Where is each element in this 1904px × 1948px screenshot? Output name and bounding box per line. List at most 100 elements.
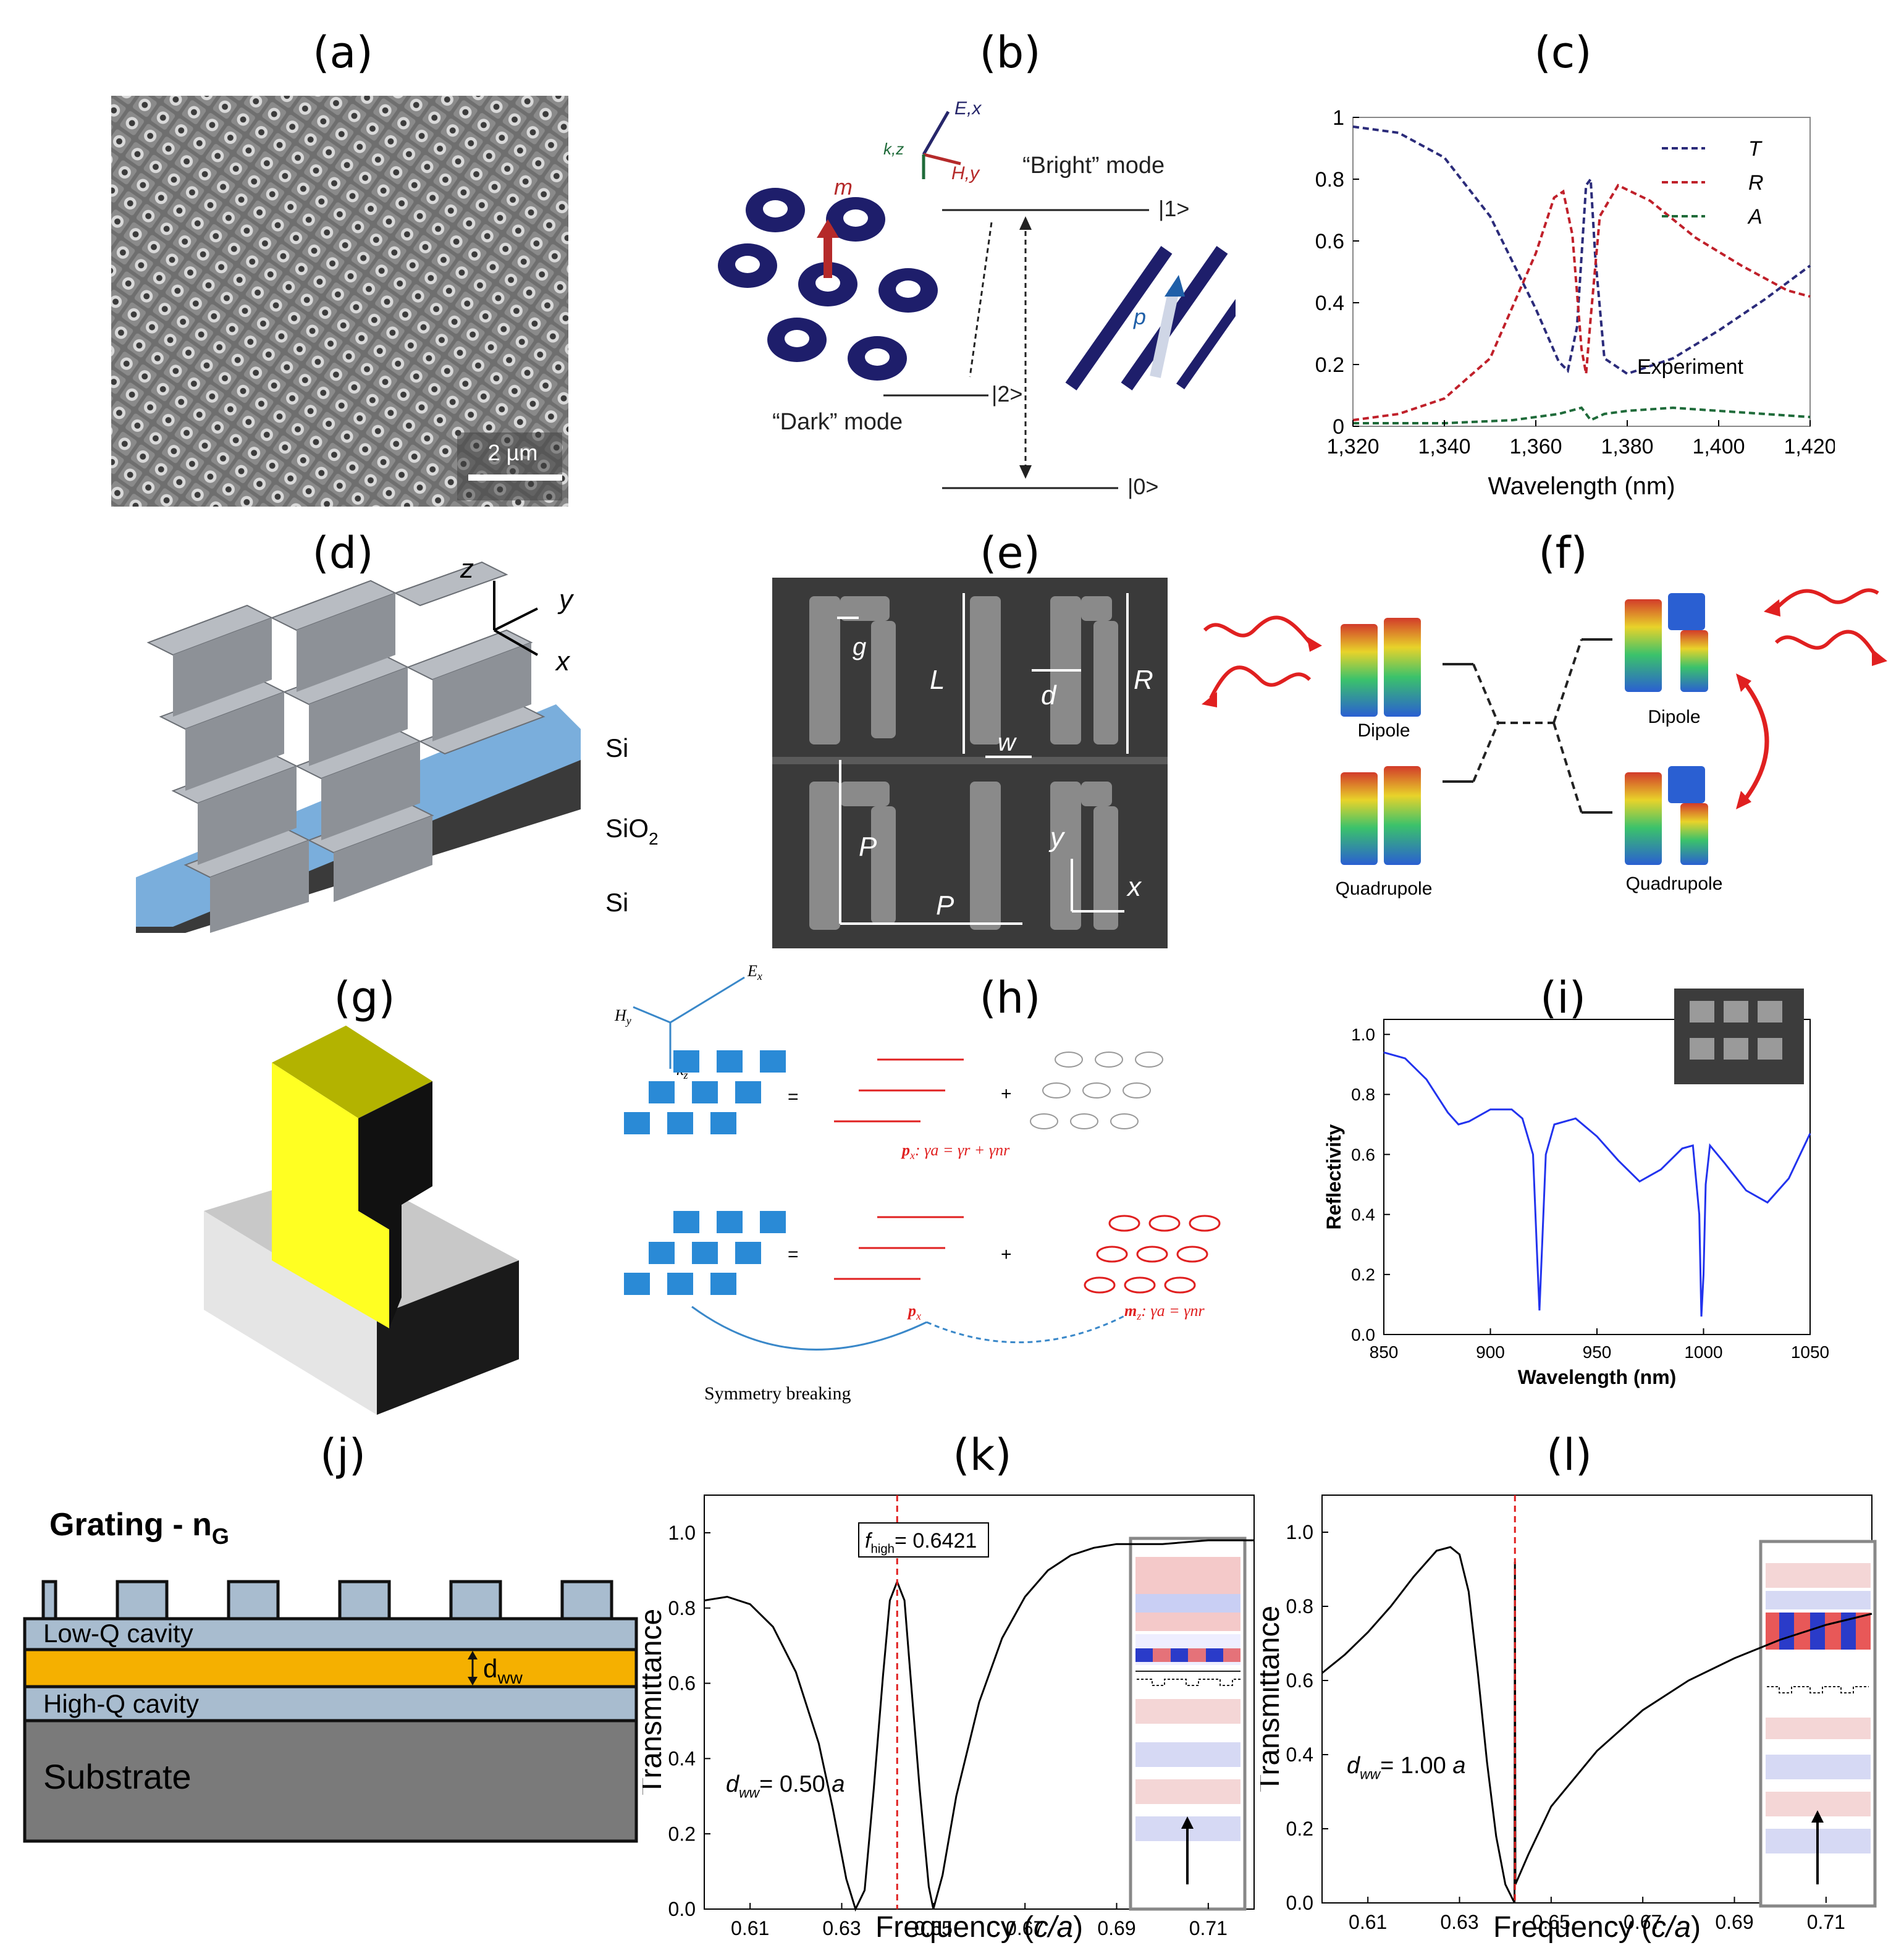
y-tick-label: 0.0 (1351, 1325, 1375, 1344)
plot-frame (704, 1495, 1255, 1910)
bright-mode-label: “Bright” mode (1022, 153, 1165, 179)
transition-1-2-arrow (969, 222, 993, 377)
panel-j: Grating - nG Low-Q cavity dww High-Q cav… (19, 1495, 649, 1878)
x-tick-label: 900 (1476, 1343, 1505, 1362)
dipole-right-label: Dipole (1648, 707, 1700, 727)
l-label: L (930, 665, 945, 695)
y-axis-arrow (494, 607, 538, 631)
panel-label-e: (e) (980, 528, 1040, 578)
panel-label-l: (l) (1546, 1430, 1593, 1480)
panel-label-a: (a) (313, 27, 373, 78)
x-tick-label: 1,360 (1509, 435, 1562, 458)
panel-label-h: (h) (979, 972, 1041, 1023)
y-tick-label: 0.6 (1286, 1669, 1313, 1692)
dipole-resonator-left (1341, 618, 1421, 717)
y-tick-label: 0.4 (1351, 1205, 1375, 1225)
electric-dipole-arrow (1150, 289, 1179, 378)
series-line-0 (704, 1539, 1254, 1912)
equals-sign-bottom: = (788, 1244, 799, 1265)
field-axes (633, 976, 745, 1069)
dipole-resonator-right (1625, 593, 1708, 692)
p-horizontal-label: P (936, 890, 954, 921)
legend-label-A: A (1747, 205, 1763, 229)
y-axis-label: y (557, 584, 575, 615)
magnetic-dipole-array (1084, 1215, 1221, 1294)
quadrupole-resonator-right (1625, 766, 1708, 865)
quadrupole-left-label: Quadrupole (1336, 879, 1433, 899)
x-axis-arrow (494, 629, 538, 656)
x-tick-label: 950 (1583, 1343, 1612, 1362)
quadrupole-resonator-left (1341, 766, 1421, 865)
y-tick-label: 0.8 (1286, 1595, 1313, 1617)
sem-inset-element (1758, 1038, 1782, 1060)
panel-a: 2 µm (111, 96, 568, 507)
legend-label-T: T (1748, 137, 1763, 161)
series-line-T (1352, 125, 1811, 376)
state-0-label: |0> (1127, 474, 1158, 499)
high-q-cavity-layer (23, 1685, 638, 1722)
panel-f: Dipole Quadrupole Dipole Quadrupole (1198, 575, 1890, 921)
x-tick-label: 0.61 (1349, 1911, 1387, 1933)
dimension-arrows (837, 593, 1129, 925)
si-bottom-label: Si (605, 888, 628, 917)
y-tick-label: 1.0 (1286, 1521, 1313, 1543)
x-tick-label: 1,340 (1418, 435, 1470, 458)
h-axis-arrow (923, 153, 961, 166)
x-tick-label: 0.71 (1189, 1917, 1228, 1939)
low-q-label: Low-Q cavity (43, 1619, 193, 1648)
panel-label-b: (b) (979, 27, 1041, 78)
sem-inset-element (1690, 1038, 1714, 1060)
x-tick-label: 0.67 (1624, 1911, 1662, 1933)
x-axis-title: Wavelength (nm) (1488, 473, 1675, 500)
y-tick-label: 0.8 (1315, 168, 1344, 192)
sem-inset-element (1758, 1001, 1782, 1022)
y-tick-label: 0.4 (1286, 1744, 1313, 1766)
y-tick-label: 0.2 (668, 1823, 696, 1845)
energy-level-diagram (1443, 638, 1612, 814)
x-axis-label: x (555, 646, 571, 677)
panel-label-d: (d) (312, 528, 374, 578)
x-tick-label: 1,380 (1601, 435, 1653, 458)
x-axis-title: Frequency (c/a) (1493, 1911, 1701, 1944)
symmetry-breaking-arrow-solid (691, 1305, 927, 1351)
h-axis-label: H,y (951, 163, 980, 183)
e-axis-label: E,x (954, 98, 982, 119)
y-tick-label: 0 (1333, 415, 1344, 439)
panel-label-c: (c) (1534, 27, 1592, 78)
g-label: g (853, 633, 866, 660)
eq1-label: px: γa = γr + γnr (901, 1141, 1010, 1162)
y-tick-label: 0.4 (1315, 292, 1344, 315)
reflected-wave-right (1774, 630, 1877, 656)
x-tick-label: 1050 (1791, 1343, 1829, 1362)
y-axis-title: Reflectivity (1323, 1124, 1345, 1229)
bar-array-bright-mode (1065, 246, 1280, 390)
grating-label: Grating - nG (49, 1507, 229, 1549)
dww-label: dww= 1.00 a (1347, 1753, 1465, 1782)
x-tick-label: 0.63 (822, 1917, 861, 1939)
substrate-label: Substrate (43, 1757, 192, 1796)
x-tick-label: 0.61 (731, 1917, 769, 1939)
legend-label-R: R (1748, 171, 1764, 195)
sio2-label: SiO2 (605, 814, 659, 848)
y-tick-label: 0.0 (668, 1898, 696, 1920)
f-high-box (858, 1522, 989, 1558)
y-tick-label: 1.0 (1351, 1025, 1375, 1044)
m-label: m (834, 174, 853, 200)
panel-label-f: (f) (1538, 528, 1588, 578)
x-axis-title: Wavelength (nm) (1518, 1366, 1677, 1388)
si-nanostructure-array (146, 561, 546, 933)
x-tick-label: 1,320 (1326, 435, 1379, 458)
y-tick-label: 0.2 (1286, 1818, 1313, 1840)
k-axis-label: k,z (883, 140, 904, 158)
e-axis-arrow (922, 111, 950, 156)
sem-inset-element (1724, 1001, 1748, 1022)
electric-dipole-array-top (834, 1058, 964, 1123)
incident-wave-right (1774, 588, 1879, 610)
cube-array-broken (624, 1211, 786, 1295)
dww-label: dww (483, 1654, 523, 1687)
d-label: d (1041, 680, 1057, 710)
